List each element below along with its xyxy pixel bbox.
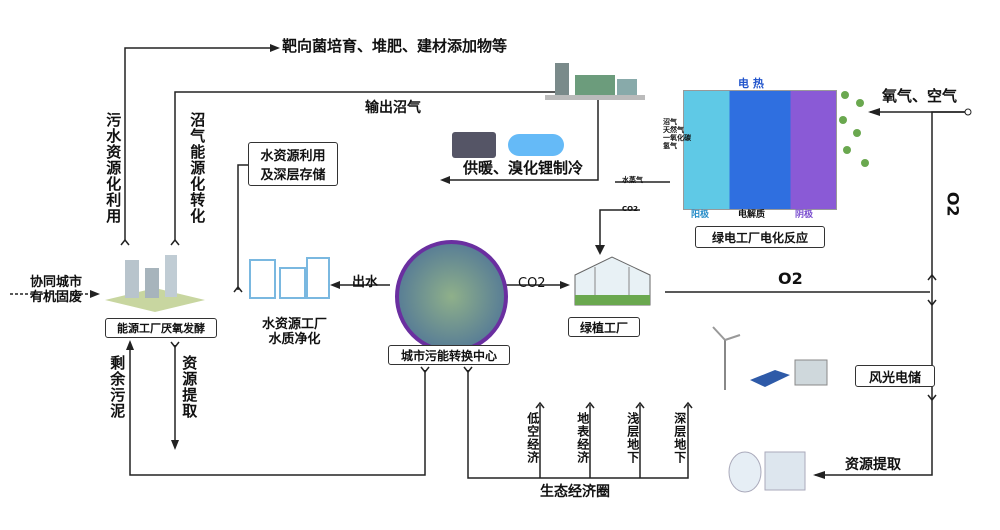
eco-circle-label: 生态经济圈 (540, 484, 610, 500)
wind-solar-box: 风光电储 (855, 365, 935, 387)
arrow-co2-green (595, 245, 605, 255)
greenhouse-icon (574, 256, 651, 306)
water-plant-icon (249, 257, 330, 299)
water-plant-label: 水资源工厂 水质净化 (262, 317, 328, 347)
line-sewage-to-products (124, 47, 270, 240)
electrochem-box: 绿电工厂电化反应 (695, 226, 825, 248)
heating-cooling-label: 供暖、溴化锂制冷 (463, 159, 584, 177)
water-use-box: 水资源利用 及深层存储 (248, 142, 338, 186)
line-right-lower (815, 300, 933, 476)
output-biogas-label: 输出沼气 (365, 100, 421, 116)
arrow-resource-down (171, 440, 179, 450)
cathode-label: 阴极 (795, 210, 814, 220)
conversion-center-icon (395, 240, 508, 353)
storage-tanks-icon (728, 451, 806, 493)
resource-extract-label: 资源提取 (845, 457, 901, 473)
solar-panel-icon (750, 370, 790, 387)
line-co2-reactor (599, 209, 640, 250)
electric-heat-label: 电 热 (738, 77, 764, 90)
outlet-water-label: 出水 (352, 275, 379, 290)
energy-plant-box: 能源工厂厌氧发酵 (105, 318, 217, 338)
low-altitude-label: 低空经济 (525, 412, 540, 464)
arrow-input (90, 290, 100, 298)
resource-extract-vertical-label: 资源提取 (180, 355, 199, 419)
arrow-extract (813, 471, 825, 479)
gas-list-label: 沼气 天然气 一氧化碳 氢气 (663, 118, 691, 151)
shallow-underground-label: 浅层地下 (625, 412, 640, 464)
o2-vertical-label: O2 (943, 191, 963, 217)
co2-small-label: CO2 (622, 205, 638, 213)
arrow-products (270, 44, 280, 52)
deep-underground-label: 深层地下 (672, 412, 687, 464)
oxygen-air-label: 氧气、空气 (882, 87, 958, 105)
arrow-outlet (330, 281, 340, 289)
co2-label: CO2 (518, 276, 546, 291)
oxygen-molecules-icon (839, 91, 869, 167)
conversion-center-box: 城市污能转换中心 (388, 345, 510, 365)
line-heating (450, 92, 599, 181)
biogas-energy-label: 沼气能源化转化 (188, 112, 207, 224)
line-water-use (237, 164, 248, 290)
green-plant-box: 绿植工厂 (568, 317, 640, 337)
residual-sludge-label: 剩余污泥 (108, 355, 127, 419)
surface-economy-label: 地表经济 (575, 412, 590, 464)
wind-turbine-icon (712, 326, 828, 390)
co-process-label: 协同城市 有机固废 (30, 275, 83, 305)
energy-plant-icon (105, 255, 205, 312)
line-residual-sludge (129, 345, 426, 476)
arrow-oxygen (868, 108, 880, 116)
target-products-label: 靶向菌培育、堆肥、建材添加物等 (282, 37, 508, 55)
line-eco-circle (467, 370, 689, 479)
factory-icon (545, 63, 645, 100)
arrow-sludge-up (126, 340, 134, 350)
arrow-co2 (560, 281, 570, 289)
electrolyte-label: 电解质 (738, 210, 766, 220)
line-biogas-output (174, 91, 560, 240)
arrow-heating (440, 176, 450, 184)
electrolysis-cell-icon: 电 热 阳极 电解质 阴极 (683, 77, 837, 220)
o2-label: O2 (778, 269, 803, 288)
heat-exchanger-icon (452, 132, 564, 158)
input-node (964, 108, 972, 116)
battery-storage-icon (794, 359, 828, 386)
anode-label: 阳极 (691, 210, 710, 220)
steam-label: 水蒸气 (622, 176, 643, 184)
sewage-resource-label: 污水资源化利用 (104, 112, 123, 224)
